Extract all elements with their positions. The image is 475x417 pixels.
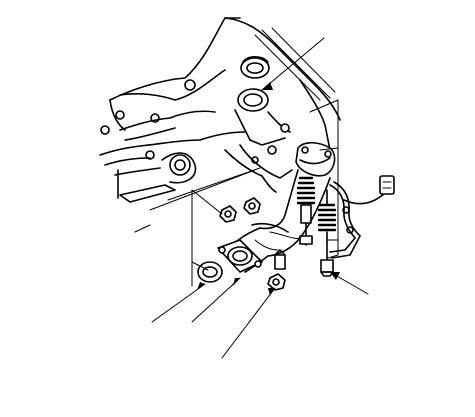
spring-bolt-right xyxy=(317,189,337,277)
gasket xyxy=(197,261,223,283)
arrowheads xyxy=(197,82,340,296)
engine-block-outline xyxy=(99,17,341,233)
leader-gasket xyxy=(151,283,206,323)
leader-flange-nut xyxy=(191,277,241,323)
arrow-right-bolt xyxy=(330,272,340,280)
arrow-lower-nut xyxy=(268,288,275,296)
spring-bolt-left xyxy=(296,176,316,246)
pipe-upper-flange xyxy=(295,141,336,177)
exhaust-pipe-a xyxy=(231,169,331,273)
leader-top-right xyxy=(261,37,325,91)
stud-bolt-flange xyxy=(274,249,286,270)
leader-lower-nut xyxy=(221,287,276,359)
exhaust-manifold xyxy=(224,55,293,193)
flange-nut-upper-right xyxy=(243,197,261,215)
flange-nut-top xyxy=(219,205,237,223)
o2-sensor-harness xyxy=(329,175,395,259)
lower-nut xyxy=(267,273,286,291)
arrow-gasket xyxy=(197,282,205,290)
arrow-top-right xyxy=(262,82,273,90)
pipe-lower-flange xyxy=(217,239,263,273)
callout-leaders xyxy=(151,37,369,359)
arrow-flange-nut xyxy=(233,278,240,286)
